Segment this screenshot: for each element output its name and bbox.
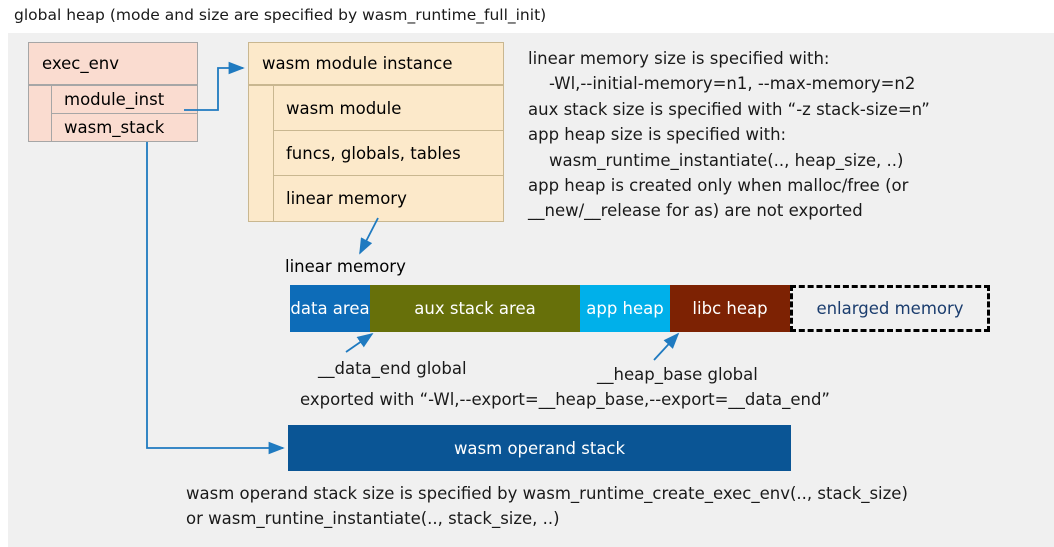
wasm-operand-stack-bar: wasm operand stack: [288, 425, 791, 471]
module-instance-header: wasm module instance: [248, 42, 504, 85]
linear-memory-notes: linear memory size is specified with: -W…: [528, 49, 930, 221]
exec-env-box: exec_env module_inst wasm_stack: [28, 42, 198, 142]
page-title: global heap (mode and size are specified…: [14, 6, 547, 24]
module-instance-field-funcs-globals-tables: funcs, globals, tables: [273, 130, 504, 176]
memory-segment-aux-stack-area: aux stack area: [370, 285, 580, 332]
annotation-heap-base: __heap_base global: [597, 365, 758, 384]
module-instance-gutter: [248, 85, 274, 222]
annotation-exported-with: exported with “-Wl,--export=__heap_base,…: [300, 390, 830, 409]
exec-env-field-wasm-stack: wasm_stack: [51, 113, 198, 142]
annotation-data-end: __data_end global: [318, 359, 467, 378]
memory-segment-app-heap: app heap: [580, 285, 670, 332]
module-instance-field-linear-memory: linear memory: [273, 175, 504, 222]
memory-segment-enlarged-memory: enlarged memory: [790, 285, 990, 332]
exec-env-field-module-inst: module_inst: [51, 85, 198, 114]
exec-env-gutter: [28, 85, 52, 142]
module-instance-field-wasm-module: wasm module: [273, 85, 504, 131]
linear-memory-strip-caption: linear memory: [285, 257, 406, 276]
memory-segment-data-area: data area: [290, 285, 370, 332]
exec-env-header: exec_env: [28, 42, 198, 85]
wasm-module-instance-box: wasm module instance wasm module funcs, …: [248, 42, 504, 222]
operand-stack-note: wasm operand stack size is specified by …: [186, 484, 908, 529]
memory-segment-libc-heap: libc heap: [670, 285, 790, 332]
